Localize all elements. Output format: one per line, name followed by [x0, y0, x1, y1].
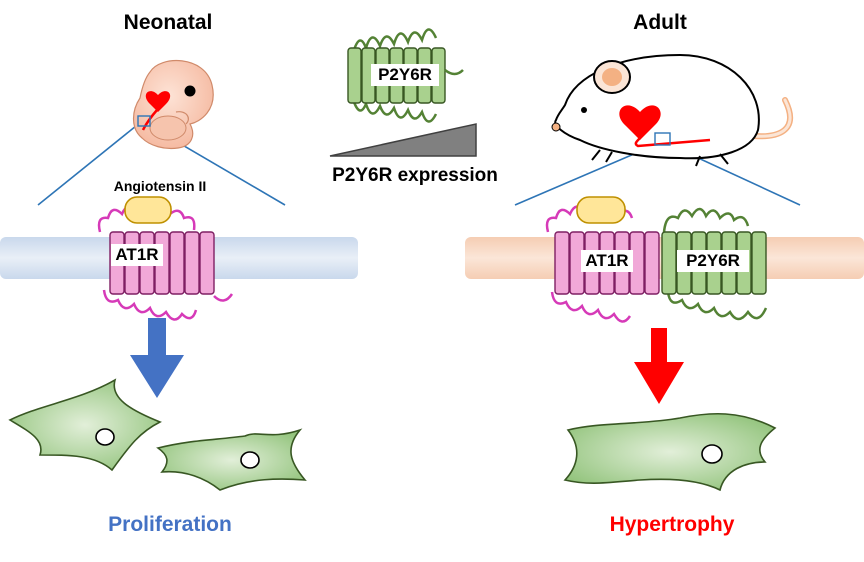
at1r-label-adult: AT1R: [581, 250, 633, 272]
cell-nucleus: [240, 451, 260, 469]
p2y6r-label-adult: P2Y6R: [677, 250, 749, 272]
blue-down-arrow: [130, 318, 184, 398]
at1r-label-neonatal: AT1R: [111, 244, 163, 266]
zoom-box-adult: [654, 132, 671, 146]
cardiomyocyte-cell-2: [156, 428, 307, 491]
cell-nucleus: [95, 428, 115, 446]
p2y6r-expression-wedge: [329, 123, 477, 157]
neonatal-baby-illustration: [132, 59, 214, 150]
angiotensin-ligand-right: [576, 196, 626, 224]
p2y6r-expression-label: P2Y6R expression: [332, 165, 498, 186]
zoom-box-neonatal: [137, 115, 151, 127]
angiotensin-ligand-left: [124, 196, 172, 224]
neonatal-title: Neonatal: [123, 11, 213, 34]
p2y6r-top-label: P2Y6R: [371, 64, 439, 86]
zoom-line-left-a: [37, 125, 137, 206]
at1r-receptor-adult: [545, 204, 660, 323]
cardiomyocyte-cell-1: [8, 378, 162, 472]
adult-mouse-illustration: [551, 53, 793, 167]
angiotensin-label: Angiotensin II: [113, 178, 207, 194]
heart-icon: [619, 105, 661, 140]
red-down-arrow: [634, 328, 684, 404]
cell-nucleus: [701, 444, 723, 464]
proliferation-outcome: Proliferation: [108, 513, 232, 536]
heart-icon: [145, 91, 171, 112]
hypertrophy-outcome: Hypertrophy: [609, 513, 735, 536]
hypertrophic-cardiomyocyte-cell: [563, 413, 777, 492]
adult-title: Adult: [633, 11, 687, 34]
